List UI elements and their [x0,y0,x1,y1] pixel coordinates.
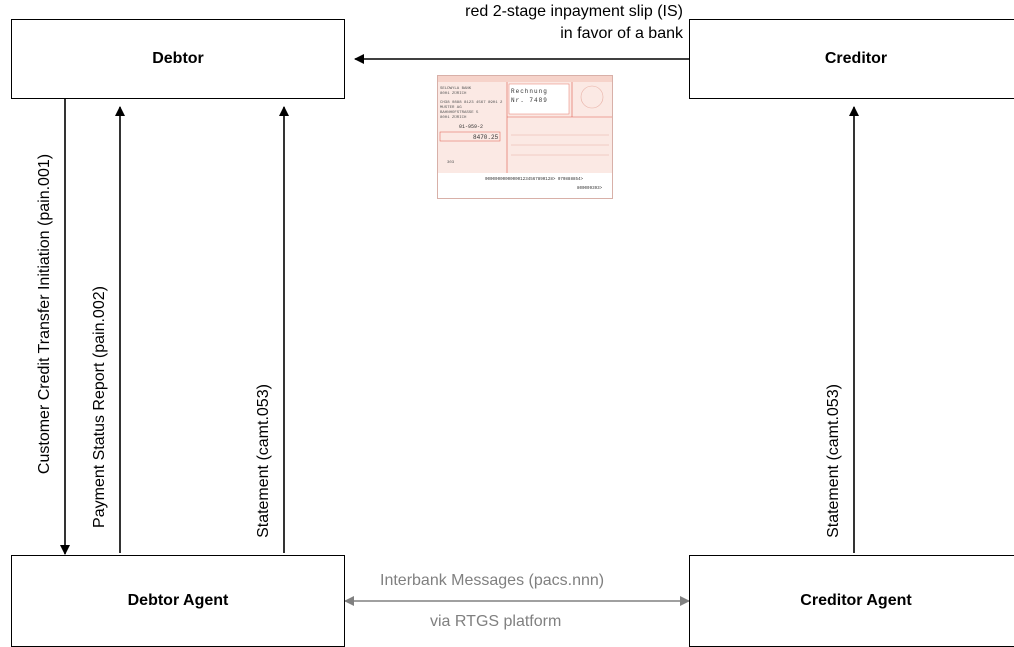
slip-label-line1: red 2-stage inpayment slip (IS) [465,3,683,20]
debtor-agent-label: Debtor Agent [127,592,229,609]
slip-payee-street: BAHNHOFSTRASSE 5 [440,111,479,115]
debtor-box: Debtor [11,19,345,99]
camt053-creditor-label: Statement (camt.053) [825,384,842,538]
slip-code-line: 800009393> [577,186,603,191]
slip-label-line2: in favor of a bank [560,25,683,42]
slip-small-code: 303 [447,161,455,165]
slip-payee-city: 8001 ZÜRICH [440,115,467,120]
creditor-box: Creditor [689,19,1014,99]
debtor-agent-box: Debtor Agent [11,555,345,647]
slip-reason-line1: Rechnung [511,88,548,95]
slip-bank-name: SELDWYLA BANK [440,87,472,91]
slip-payee-name: MUSTER AG [440,106,462,110]
camt053-debtor-label: Statement (camt.053) [255,384,272,538]
slip-iban: CH38 0888 8123 4567 8901 2 [440,101,503,105]
inpayment-slip-image: SELDWYLA BANK 8001 ZÜRICH CH38 0888 8123… [437,75,613,199]
slip-bank-city: 8001 ZÜRICH [440,91,467,96]
slip-amount: 8470.25 [473,134,499,141]
creditor-label: Creditor [824,50,888,67]
creditor-agent-label: Creditor Agent [800,592,912,609]
slip-account: 01-959-2 [459,124,483,130]
slip-ref-line: 000000000000001234567890128> 070888854> [485,177,583,182]
debtor-label: Debtor [152,50,204,67]
slip-drawing: SELDWYLA BANK 8001 ZÜRICH CH38 0888 8123… [437,75,613,199]
creditor-agent-box: Creditor Agent [689,555,1014,647]
slip-reason-line2: Nr. 7489 [511,97,548,104]
interbank-label-line1: Interbank Messages (pacs.nnn) [380,572,605,589]
pain002-label: Payment Status Report (pain.002) [91,286,108,528]
pain001-label: Customer Credit Transfer Initiation (pai… [36,153,53,475]
interbank-label-line2: via RTGS platform [430,613,562,630]
